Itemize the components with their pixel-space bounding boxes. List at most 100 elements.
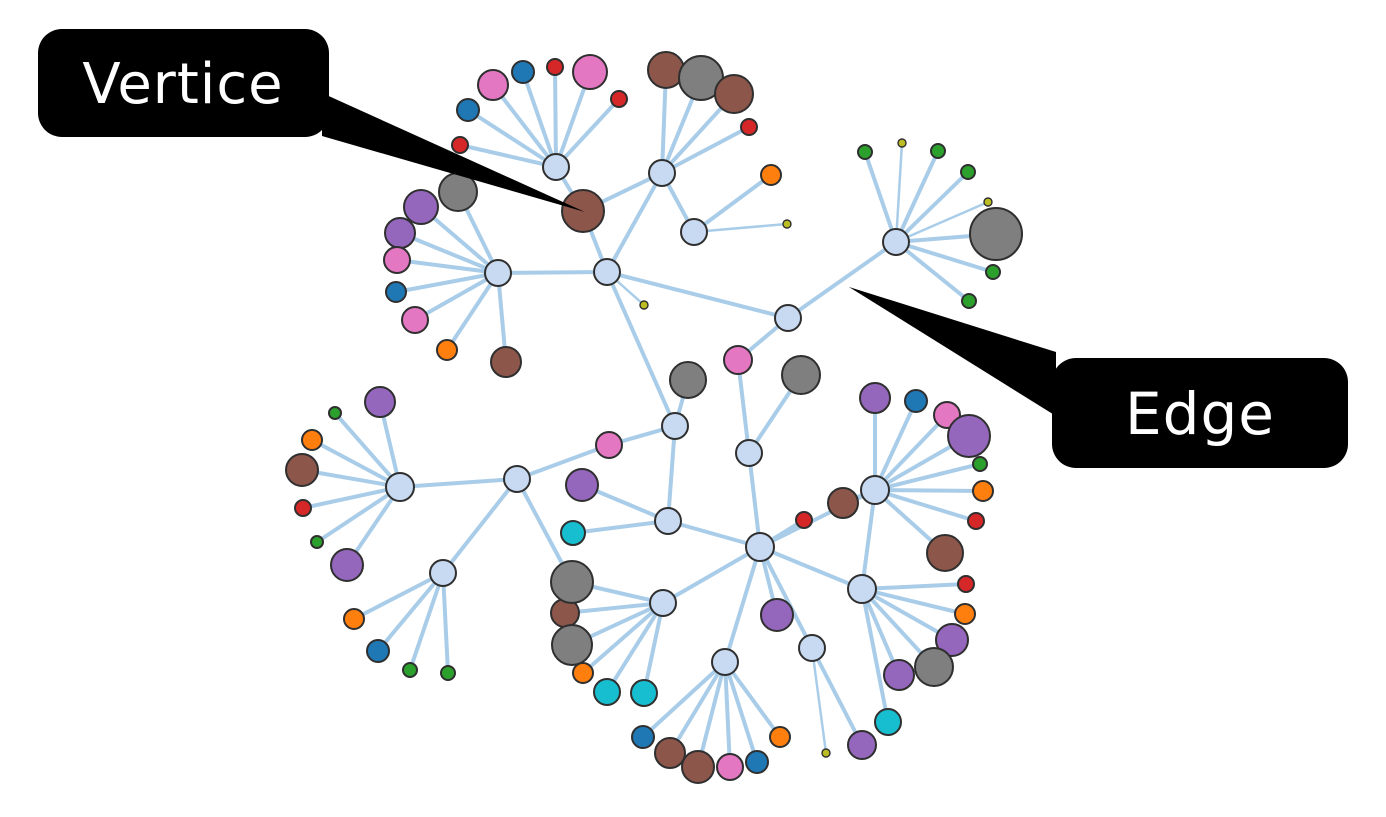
- vertex: [947, 414, 991, 458]
- edge: [860, 489, 877, 590]
- vertex: [511, 60, 535, 84]
- edge: [759, 545, 863, 591]
- vertex: [857, 144, 873, 160]
- edge: [894, 150, 940, 243]
- edge: [605, 271, 677, 427]
- vertex: [972, 480, 994, 502]
- edge: [606, 270, 789, 320]
- edge: [863, 151, 898, 243]
- nodes-layer: [285, 51, 1023, 784]
- vertex: [930, 143, 946, 159]
- edge: [693, 222, 788, 234]
- edge: [696, 661, 727, 768]
- vertex: [654, 737, 686, 769]
- vertex: [330, 548, 364, 582]
- edge: [445, 271, 500, 352]
- vertex: [904, 389, 928, 413]
- edge: [873, 413, 949, 492]
- vertex: [769, 726, 791, 748]
- vertex: [403, 189, 439, 225]
- edge: [667, 519, 761, 549]
- edge: [860, 588, 890, 723]
- vertex: [821, 748, 831, 758]
- hub-vertex: [429, 559, 457, 587]
- edge: [723, 546, 762, 663]
- vertex: [972, 456, 988, 472]
- edge: [736, 359, 751, 454]
- vertex: [402, 662, 418, 678]
- vertex: [716, 753, 744, 781]
- edge: [605, 601, 665, 694]
- vertice-callout-label: Vertice: [82, 52, 283, 117]
- edge: [399, 231, 499, 275]
- hub-vertex: [593, 258, 621, 286]
- edge: [666, 425, 677, 522]
- edge: [874, 488, 984, 493]
- vertex: [301, 429, 323, 451]
- edge: [641, 660, 727, 739]
- edge: [441, 572, 450, 674]
- vertex: [681, 750, 715, 784]
- edge: [521, 71, 558, 168]
- edge-callout-box: [1052, 358, 1348, 468]
- vertex: [740, 118, 758, 136]
- vertex: [364, 386, 396, 418]
- vertex: [561, 189, 605, 233]
- vertice-callout-box: [38, 29, 329, 137]
- edge: [315, 485, 402, 544]
- vertex: [760, 598, 794, 632]
- vertex: [285, 453, 319, 487]
- edge: [861, 587, 953, 642]
- vertex: [456, 98, 480, 122]
- hub-vertex: [847, 574, 877, 604]
- hub-vertex: [648, 159, 676, 187]
- vertex: [401, 306, 429, 334]
- hub-vertex: [774, 304, 802, 332]
- vertex: [343, 608, 365, 630]
- edge: [302, 485, 401, 510]
- edge: [786, 240, 898, 320]
- edge: [441, 477, 519, 575]
- edge: [491, 83, 558, 169]
- vertex: [782, 219, 792, 229]
- vertex: [795, 511, 813, 529]
- edge: [396, 258, 499, 275]
- vertex: [954, 603, 976, 625]
- vertex: [897, 138, 907, 148]
- edge: [399, 477, 518, 489]
- vertex: [914, 647, 954, 687]
- hub-vertex: [503, 465, 531, 493]
- edge: [874, 462, 981, 492]
- edge: [758, 546, 814, 649]
- vertex: [874, 708, 902, 736]
- edge: [894, 240, 971, 303]
- edge: [497, 270, 608, 275]
- vertex: [593, 678, 621, 706]
- hub-vertex: [649, 589, 677, 617]
- edge: [564, 601, 664, 615]
- vertex: [440, 665, 456, 681]
- edge-callout-label: Edge: [1125, 380, 1275, 448]
- edge: [895, 240, 994, 274]
- hub-vertex: [385, 472, 415, 502]
- hub-vertex: [735, 439, 763, 467]
- hub-vertex: [654, 507, 682, 535]
- vertex: [859, 382, 891, 414]
- edge: [553, 66, 558, 168]
- edge-callout-pointer: [849, 287, 1056, 416]
- vertex: [669, 361, 707, 399]
- vertex: [745, 750, 769, 774]
- edge: [572, 519, 669, 535]
- vertex: [935, 623, 969, 657]
- vertex: [723, 345, 753, 375]
- edge: [642, 602, 665, 694]
- vertex: [572, 662, 594, 684]
- hub-vertex: [711, 648, 739, 676]
- edge: [747, 452, 762, 548]
- hub-vertex: [542, 153, 570, 181]
- vertex: [560, 520, 586, 546]
- edge: [376, 571, 445, 653]
- vertex: [610, 90, 628, 108]
